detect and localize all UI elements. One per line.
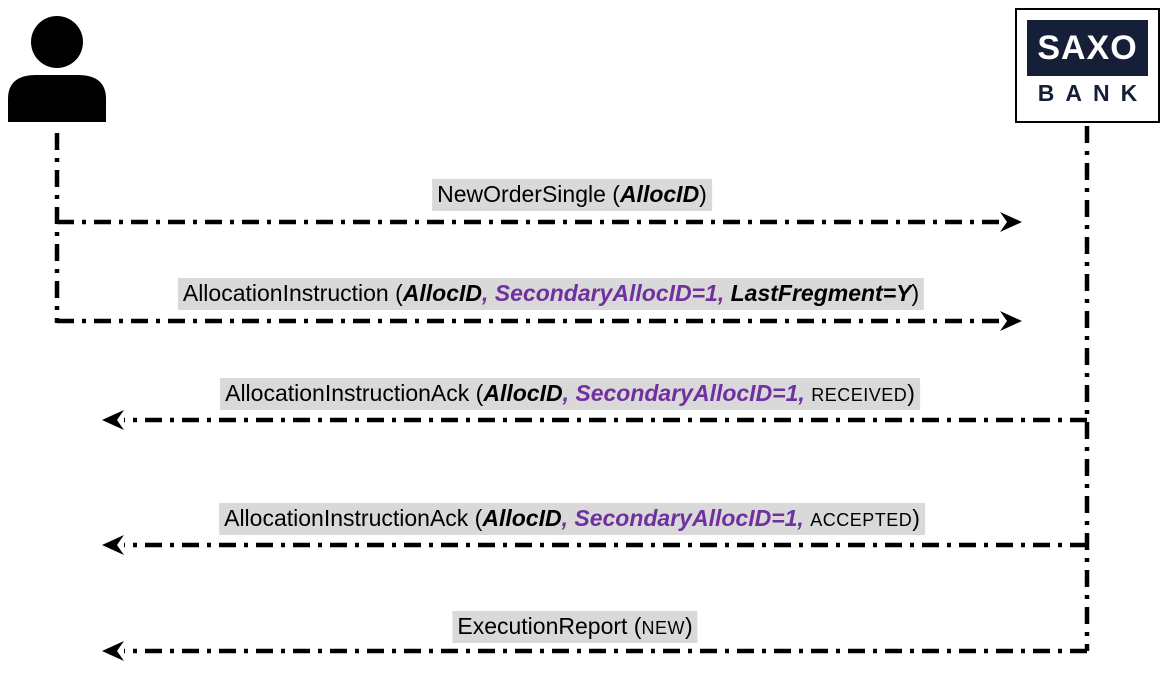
message-text-segment: LastFregment=Y (730, 280, 912, 306)
message-text-segment: , SecondaryAllocID=1, (562, 380, 812, 406)
message-text-segment: AllocationInstructionAck ( (225, 380, 484, 406)
bank-logo-text: BANK (1037, 80, 1149, 106)
message-text-segment: ) (911, 280, 920, 306)
arrowhead-right-icon (1000, 311, 1022, 331)
message-text-segment: ) (907, 380, 915, 406)
message-text-segment: ACCEPTED (810, 510, 913, 530)
message-arrow-5 (102, 641, 1087, 661)
arrowhead-right-icon (1000, 212, 1022, 232)
message-text-segment: NewOrderSingle ( (437, 181, 620, 207)
message-text-segment: AllocID (402, 280, 482, 306)
message-text-segment: AllocID (483, 380, 563, 406)
bank-logo-row: BANK (1017, 80, 1158, 107)
arrowhead-left-icon (102, 641, 124, 661)
saxo-logo-navy-box: SAXO (1027, 20, 1148, 76)
message-text-segment: , SecondaryAllocID=1, (481, 280, 731, 306)
message-text-segment: AllocID (619, 181, 700, 207)
message-arrow-3 (102, 410, 1087, 430)
message-arrow-2 (57, 311, 1022, 331)
message-text-segment: AllocID (482, 505, 562, 531)
arrowhead-left-icon (102, 410, 124, 430)
saxo-logo-text: SAXO (1037, 28, 1138, 67)
message-label-5: ExecutionReport (NEW) (452, 611, 698, 643)
message-label-4: AllocationInstructionAck (AllocID, Secon… (219, 503, 925, 535)
saxo-bank-logo: SAXO BANK (1015, 8, 1160, 123)
person-icon (8, 16, 106, 122)
message-text-segment: RECEIVED (811, 385, 908, 405)
message-text-segment: NEW (641, 618, 685, 638)
message-text-segment: AllocationInstruction ( (182, 280, 403, 306)
message-text-segment: ) (912, 505, 920, 531)
message-text-segment: AllocationInstructionAck ( (224, 505, 483, 531)
message-label-3: AllocationInstructionAck (AllocID, Secon… (220, 378, 920, 410)
message-text-segment: ) (699, 181, 707, 207)
message-text-segment: , SecondaryAllocID=1, (561, 505, 811, 531)
message-text-segment: ExecutionReport ( (457, 613, 642, 639)
arrowhead-left-icon (102, 535, 124, 555)
message-arrow-4 (102, 535, 1087, 555)
message-label-2: AllocationInstruction (AllocID, Secondar… (177, 278, 925, 310)
message-arrow-1 (57, 212, 1022, 232)
message-text-segment: ) (684, 613, 693, 639)
message-label-1: NewOrderSingle (AllocID) (432, 179, 712, 211)
